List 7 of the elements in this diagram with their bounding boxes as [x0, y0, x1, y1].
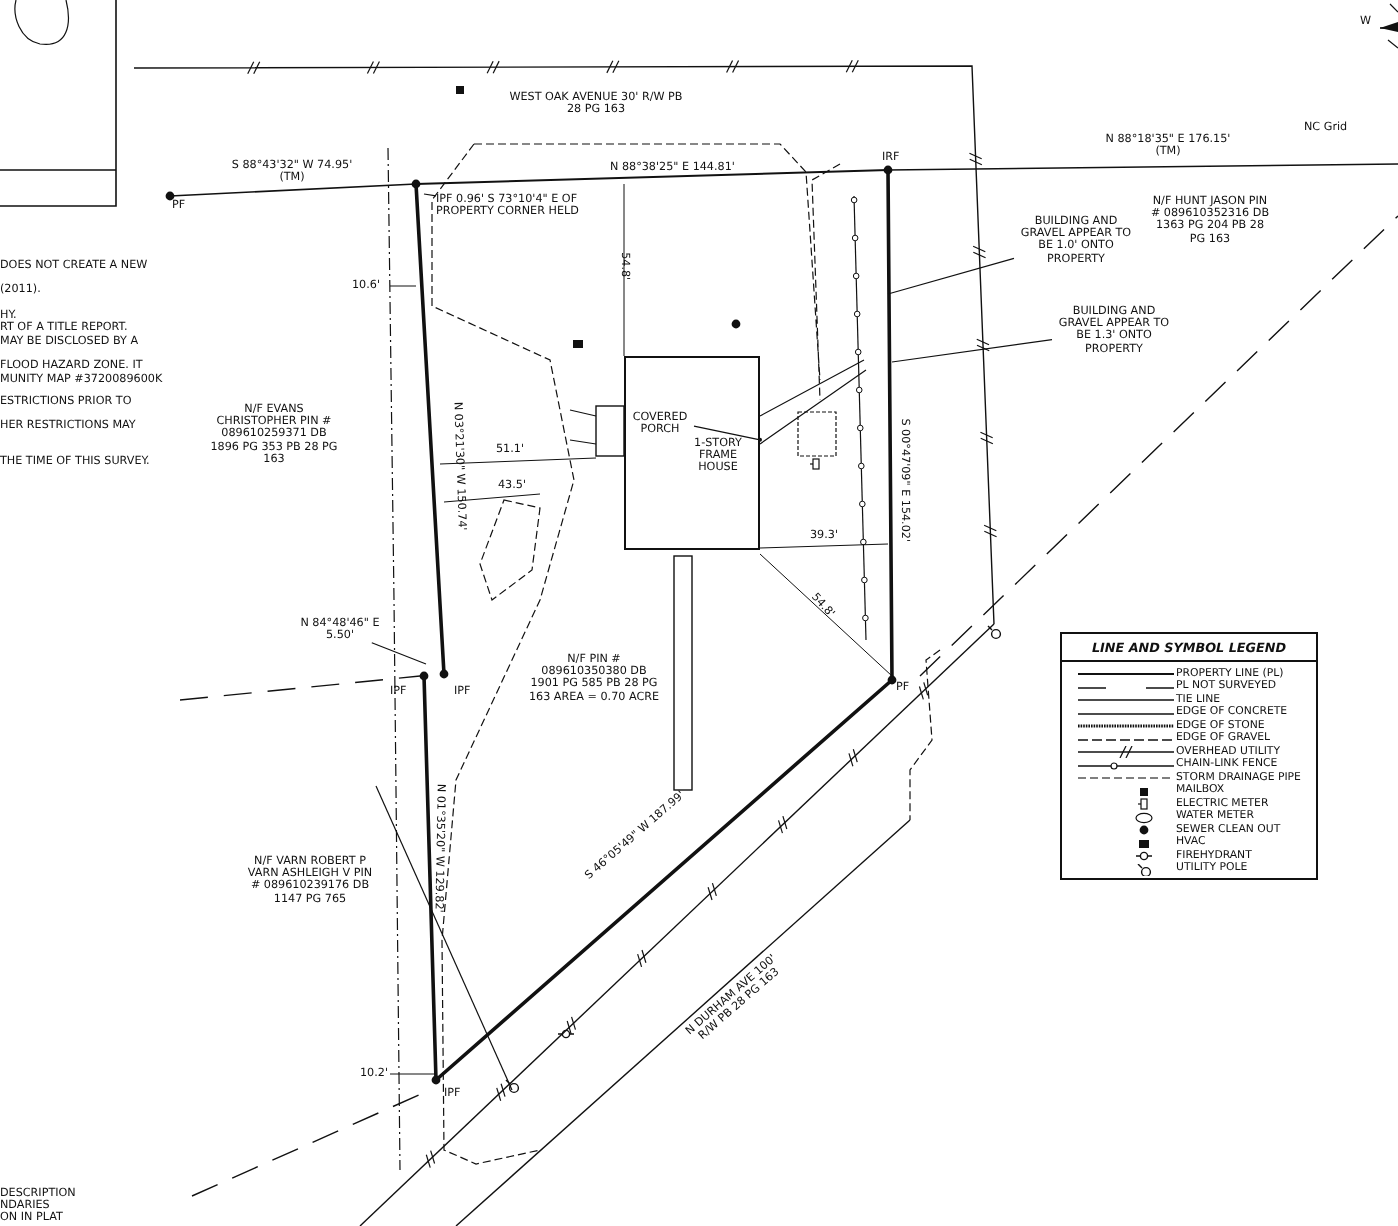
leader-line [891, 339, 1053, 363]
house-outline [624, 356, 760, 550]
leader-line [371, 642, 427, 665]
leader-line [887, 257, 1015, 295]
leader-line [423, 193, 437, 197]
leader-line [693, 425, 762, 442]
legend-box [1060, 632, 1318, 880]
